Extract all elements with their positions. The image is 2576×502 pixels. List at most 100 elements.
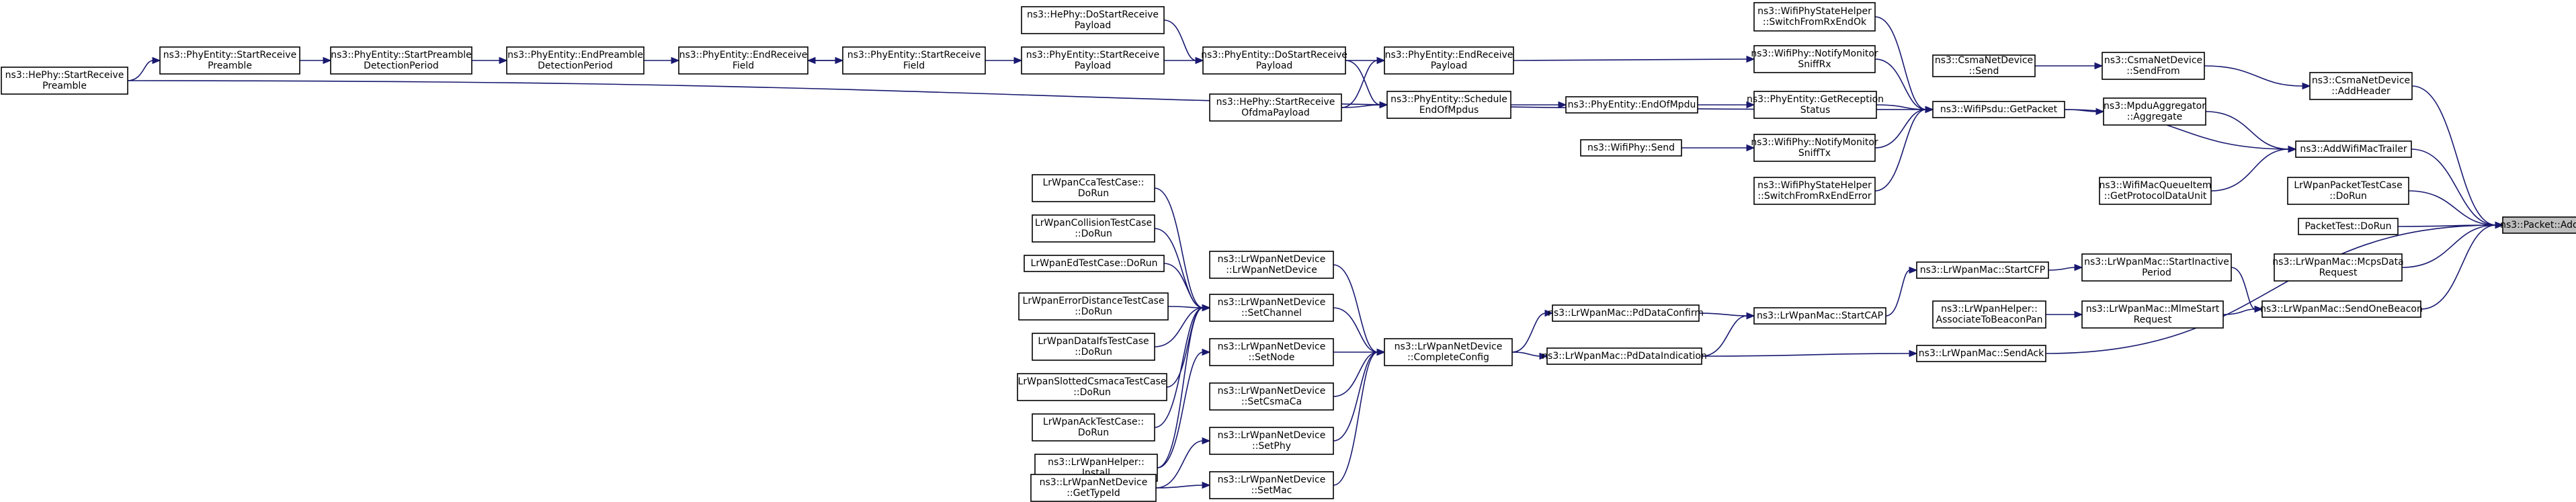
node-csmasend[interactable]: ns3::CsmaNetDevice::Send	[1932, 54, 2036, 77]
edge-line	[1874, 16, 1927, 110]
node-slottedcsmaca[interactable]: LrWpanSlottedCsmacaTestCase::DoRun	[1017, 373, 1167, 401]
node-label: DoRun	[1078, 427, 1109, 438]
node-sendonebeacon[interactable]: ns3::LrWpanMac::SendOneBeacon	[2260, 300, 2423, 318]
node-lrwpannetdevicector[interactable]: ns3::LrWpanNetDevice::LrWpanNetDevice	[1209, 251, 1334, 279]
edge-wifiphysend-to-notifymonitorsnifftx	[1681, 144, 1755, 152]
node-switchfromrxenderror[interactable]: ns3::WifiPhyStateHelper::SwitchFromRxEnd…	[1753, 177, 1876, 205]
edge-helperinstall-to-setchannel	[1157, 304, 1211, 468]
node-sendack[interactable]: ns3::LrWpanMac::SendAck	[1916, 345, 2046, 362]
edge-pddataindication-to-startcap	[1701, 312, 1755, 357]
node-label: ns3::MpduAggregator	[2104, 101, 2206, 112]
edge-arrowhead	[1202, 437, 1211, 445]
edge-line	[2204, 65, 2304, 87]
node-label: ns3::LrWpanNetDevice	[1218, 474, 1326, 485]
node-startcfp[interactable]: ns3::LrWpanMac::StartCFP	[1916, 261, 2049, 279]
node-label: ns3::PhyEntity::GetReception	[1747, 94, 1884, 105]
node-setnode[interactable]: ns3::LrWpanNetDevice::SetNode	[1209, 338, 1334, 366]
edge-hephystartreceiveofdma-to-endreceivepayload	[1341, 56, 1386, 108]
node-setchannel[interactable]: ns3::LrWpanNetDevice::SetChannel	[1209, 294, 1334, 322]
node-box	[1753, 45, 1876, 73]
node-label: Payload	[1075, 20, 1112, 31]
node-addwifimactrailer[interactable]: ns3::AddWifiMacTrailer	[2295, 140, 2412, 158]
node-box	[2298, 218, 2399, 235]
node-label: ns3::LrWpanMac::PdDataConfirm	[1548, 308, 1704, 319]
node-setmac[interactable]: ns3::LrWpanNetDevice::SetMac	[1209, 471, 1334, 499]
node-label: Status	[1800, 105, 1831, 116]
node-mpduaggregate[interactable]: ns3::MpduAggregator::Aggregate	[2103, 97, 2206, 126]
node-errordistance[interactable]: LrWpanErrorDistanceTestCase::DoRun	[1018, 292, 1169, 321]
node-switchfromrxendok[interactable]: ns3::WifiPhyStateHelper::SwitchFromRxEnd…	[1753, 2, 1876, 32]
node-csmasendfrom[interactable]: ns3::CsmaNetDevice::SendFrom	[2102, 52, 2205, 80]
node-box	[1209, 382, 1334, 411]
node-box	[330, 46, 472, 75]
node-startpreambledetection[interactable]: ns3::PhyEntity::StartPreambleDetectionPe…	[330, 46, 472, 75]
node-lrwpanpackettestcase[interactable]: LrWpanPacketTestCase::DoRun	[2287, 177, 2409, 205]
edge-arrowhead	[1202, 348, 1211, 356]
node-label: Preamble	[208, 60, 252, 71]
node-box	[2287, 177, 2409, 205]
edge-gettypeid-to-setmac	[1155, 481, 1211, 489]
node-label: ::SetPhy	[1252, 441, 1291, 452]
node-label: LrWpanEdTestCase::DoRun	[1031, 258, 1158, 269]
node-box	[2309, 72, 2413, 100]
node-queueitemgetprotocol[interactable]: ns3::WifiMacQueueItem::GetProtocolDataUn…	[2099, 177, 2212, 205]
node-pddataindication[interactable]: ns3::LrWpanMac::PdDataIndication	[1542, 347, 1707, 365]
edge-completeconfig-to-pddataindication	[1511, 351, 1548, 360]
node-addtrailer[interactable]: ns3::Packet::AddTrailer	[2500, 216, 2576, 234]
node-box	[1753, 91, 1877, 119]
node-endofmpdu[interactable]: ns3::PhyEntity::EndOfMpdu	[1565, 96, 1698, 114]
node-cca[interactable]: LrWpanCcaTestCase::DoRun	[1032, 174, 1155, 202]
node-pddataconfirm[interactable]: ns3::LrWpanMac::PdDataConfirm	[1548, 304, 1704, 322]
node-setphy[interactable]: ns3::LrWpanNetDevice::SetPhy	[1209, 427, 1334, 455]
edge-arrowhead	[1195, 56, 1204, 65]
node-wifipsdugetpacket[interactable]: ns3::WifiPsdu::GetPacket	[1932, 101, 2065, 118]
edge-wifipsdugetpacket-to-mpduaggregate	[2064, 108, 2105, 116]
node-setcsmaca[interactable]: ns3::LrWpanNetDevice::SetCsmaCa	[1209, 382, 1334, 411]
node-endpreambledetection[interactable]: ns3::PhyEntity::EndPreambleDetectionPeri…	[506, 46, 645, 75]
node-box	[1209, 294, 1334, 322]
node-startcap[interactable]: ns3::LrWpanMac::StartCAP	[1753, 307, 1886, 325]
node-label: AssociateToBeaconPan	[1936, 315, 2043, 325]
node-wifiphysend[interactable]: ns3::WifiPhy::Send	[1580, 139, 1682, 157]
edge-startreceivefield-to-endreceivefield	[806, 56, 843, 65]
node-ed[interactable]: LrWpanEdTestCase::DoRun	[1024, 255, 1165, 272]
node-box	[1032, 413, 1155, 442]
node-acktest[interactable]: LrWpanAckTestCase::DoRun	[1032, 413, 1155, 442]
node-addheader[interactable]: ns3::CsmaNetDevice::AddHeader	[2309, 72, 2413, 100]
node-label: ::CompleteConfig	[1407, 352, 1489, 363]
node-collision[interactable]: LrWpanCollisionTestCase::DoRun	[1032, 214, 1155, 243]
node-gettypeid[interactable]: ns3::LrWpanNetDevice::GetTypeId	[1030, 474, 1157, 502]
edge-line	[1333, 351, 1378, 397]
node-label: ns3::PhyEntity::EndOfMpdu	[1568, 99, 1696, 110]
edge-arrowhead	[671, 56, 680, 65]
edge-line	[1157, 351, 1204, 468]
edge-line	[1167, 306, 1204, 308]
node-box	[159, 46, 300, 75]
node-completeconfig[interactable]: ns3::LrWpanNetDevice::CompleteConfig	[1384, 338, 1513, 366]
node-label: ns3::WifiPhy::NotifyMonitor	[1751, 48, 1878, 59]
node-associatetobeaconpan[interactable]: ns3::LrWpanHelper::AssociateToBeaconPan	[1932, 300, 2046, 329]
node-label: ns3::LrWpanHelper::	[1941, 304, 2038, 315]
edge-csmasend-to-csmasendfrom	[2035, 62, 2104, 70]
node-packettest[interactable]: PacketTest::DoRun	[2298, 218, 2399, 235]
edge-line	[1333, 351, 1378, 442]
node-datais[interactable]: LrWpanDataIfsTestCase::DoRun	[1032, 333, 1155, 361]
node-label: ns3::LrWpanMac::MlmeStart	[2086, 304, 2220, 315]
edge-arrowhead	[2254, 305, 2263, 313]
